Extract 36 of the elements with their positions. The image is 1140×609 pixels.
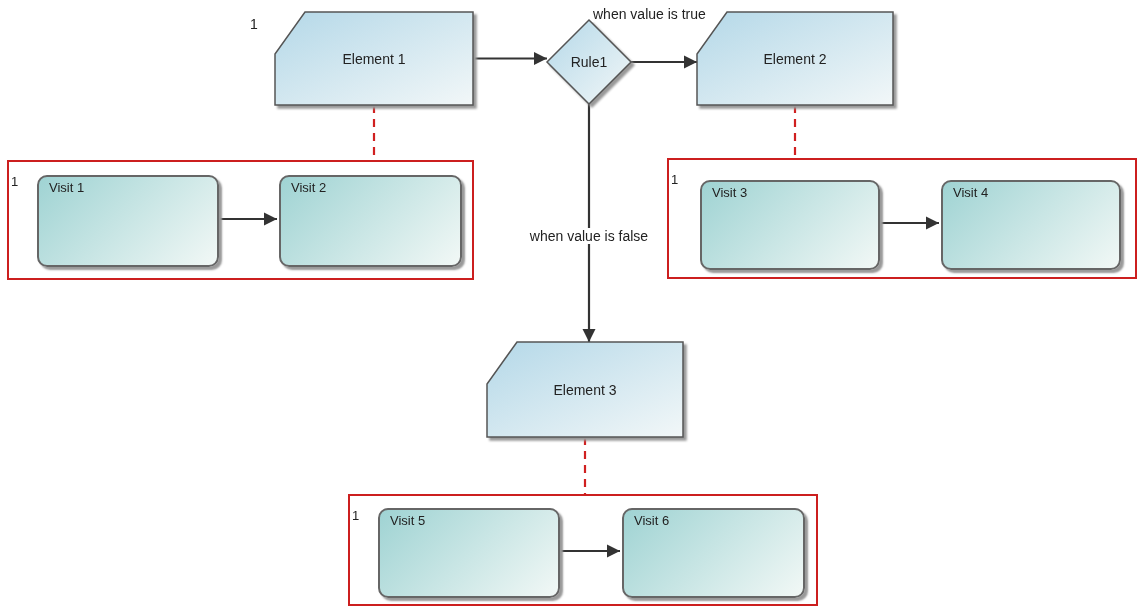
arrow bbox=[217, 212, 277, 226]
task-card bbox=[941, 180, 1121, 270]
group-frame bbox=[667, 158, 1137, 279]
arrow bbox=[582, 104, 596, 342]
node-label: Element 1 bbox=[342, 50, 406, 67]
dashed-connector bbox=[793, 105, 797, 158]
group-frame bbox=[7, 160, 474, 280]
group-frame bbox=[348, 494, 818, 606]
task-card bbox=[279, 175, 462, 267]
index-number: 1 bbox=[11, 174, 19, 189]
decision-diamond bbox=[547, 20, 631, 104]
arrow bbox=[631, 55, 697, 69]
process-box bbox=[487, 342, 683, 437]
index-number: 1 bbox=[671, 172, 679, 187]
task-label: Visit 6 bbox=[634, 513, 670, 528]
node-label: Element 2 bbox=[763, 50, 827, 67]
task-label: Visit 1 bbox=[49, 180, 85, 195]
dashed-connector bbox=[583, 437, 587, 494]
edge-label: when value is false bbox=[528, 228, 650, 244]
index-number: 1 bbox=[352, 508, 360, 523]
edge-label: when value is true bbox=[592, 6, 707, 22]
arrow bbox=[558, 544, 620, 558]
task-label: Visit 4 bbox=[953, 185, 989, 200]
task-card bbox=[378, 508, 560, 598]
task-card bbox=[700, 180, 880, 270]
task-label: Visit 3 bbox=[712, 185, 748, 200]
task-card bbox=[622, 508, 805, 598]
index-number: 1 bbox=[250, 16, 258, 32]
task-label: Visit 5 bbox=[390, 513, 426, 528]
node-label: Element 3 bbox=[553, 381, 617, 398]
node-label: Rule1 bbox=[570, 54, 608, 70]
arrow bbox=[878, 216, 939, 230]
arrow bbox=[473, 51, 547, 66]
process-box bbox=[275, 12, 473, 105]
task-card bbox=[37, 175, 219, 267]
task-label: Visit 2 bbox=[291, 180, 327, 195]
